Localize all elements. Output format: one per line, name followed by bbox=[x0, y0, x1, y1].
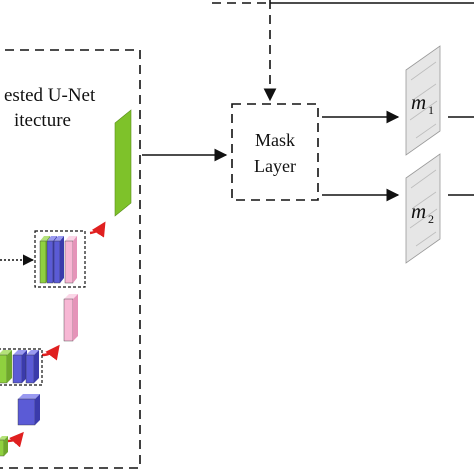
m1-symbol: m bbox=[411, 90, 426, 114]
skip-arrow-mid bbox=[41, 344, 60, 361]
mask-output-m1: m 1 bbox=[405, 45, 441, 156]
skip-arrow-top bbox=[89, 221, 106, 238]
m2-symbol: m bbox=[411, 199, 426, 223]
pink-block-mid bbox=[63, 294, 78, 342]
skip-arrow-low bbox=[7, 431, 24, 448]
mask-layer-label-line2: Layer bbox=[254, 156, 296, 176]
m1-subscript: 1 bbox=[428, 103, 434, 117]
mask-layer-label-line1: Mask bbox=[255, 130, 295, 150]
unet-title-line2: itecture bbox=[14, 110, 71, 131]
mask-layer-box bbox=[231, 103, 319, 201]
block-group-low-frame bbox=[0, 348, 43, 386]
block-group-top bbox=[39, 236, 77, 284]
output-feature-slab bbox=[114, 109, 132, 217]
mask-output-m2: m 2 bbox=[405, 153, 441, 264]
block-group-top-frame bbox=[34, 230, 86, 288]
block-group-low bbox=[0, 350, 39, 384]
unet-title-line1: ested U-Net bbox=[4, 85, 96, 106]
m2-subscript: 2 bbox=[428, 212, 434, 226]
unet-panel-border bbox=[0, 49, 141, 469]
indigo-block-low bbox=[17, 394, 40, 426]
green-block-bottom bbox=[0, 436, 8, 457]
